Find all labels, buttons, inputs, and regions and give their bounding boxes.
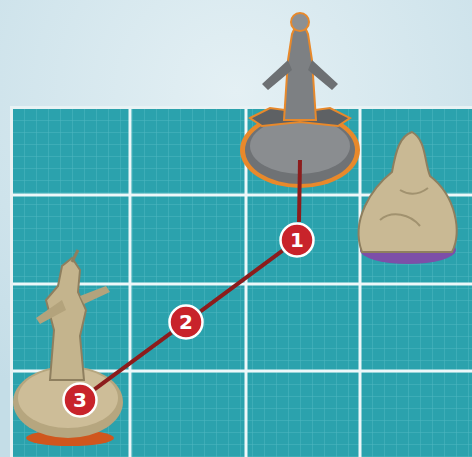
callout-number: 3 bbox=[62, 382, 98, 418]
grid-lines bbox=[13, 109, 472, 457]
callout-text: 3 bbox=[73, 390, 87, 410]
callout-number: 2 bbox=[168, 304, 204, 340]
path-line bbox=[200, 251, 282, 312]
ally-miniature bbox=[13, 250, 123, 446]
board-edge bbox=[10, 106, 472, 457]
callout-text: 2 bbox=[179, 312, 193, 332]
path-line bbox=[94, 333, 171, 390]
callout-number: 1 bbox=[279, 222, 315, 258]
board-grid bbox=[13, 109, 472, 457]
path-line bbox=[299, 160, 300, 222]
monster-miniature bbox=[359, 132, 457, 264]
callout-text: 1 bbox=[290, 230, 304, 250]
